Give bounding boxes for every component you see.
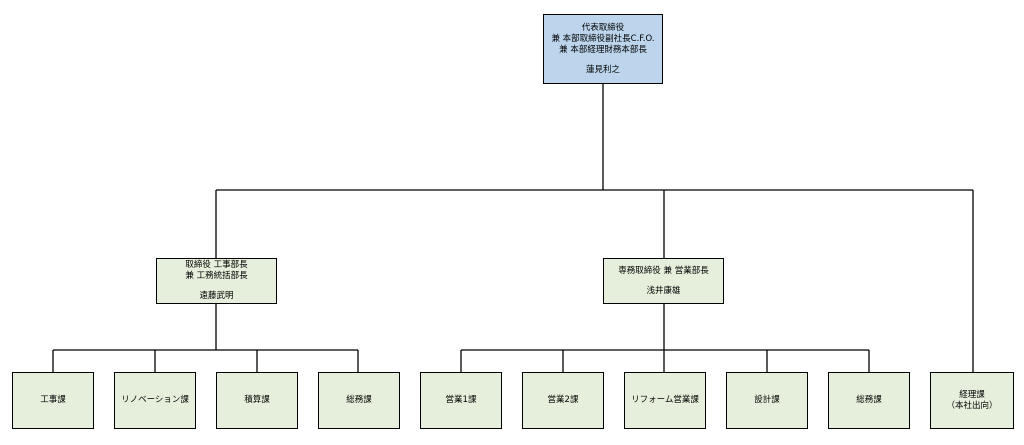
unit-construction: 工事課 bbox=[12, 372, 94, 429]
ceo-title-line-1: 代表取締役 bbox=[581, 22, 625, 33]
unit-sales-1: 営業1課 bbox=[420, 372, 502, 429]
unit-label: リフォーム営業課 bbox=[631, 395, 699, 405]
unit-label: 設計課 bbox=[754, 395, 780, 405]
unit-label: 工事課 bbox=[40, 395, 66, 405]
unit-reform-sales: リフォーム営業課 bbox=[624, 372, 706, 429]
sales-exec-title-line-1: 専務取締役 兼 営業部長 bbox=[618, 265, 709, 276]
unit-label: リノベーション課 bbox=[121, 395, 189, 405]
unit-design: 設計課 bbox=[726, 372, 808, 429]
sales-exec-box: 専務取締役 兼 営業部長 浅井康雄 bbox=[603, 258, 724, 304]
unit-label: 積算課 bbox=[244, 395, 270, 405]
construction-exec-title-line-1: 取締役 工事部長 bbox=[185, 260, 248, 270]
unit-label: 経理課 bbox=[959, 389, 985, 400]
ceo-title-line-3: 兼 本部経理財務本部長 bbox=[559, 44, 647, 55]
ceo-box: 代表取締役 兼 本部取締役副社長C.F.O. 兼 本部経理財務本部長 蓮見利之 bbox=[543, 14, 663, 84]
unit-sales-2: 営業2課 bbox=[522, 372, 604, 429]
construction-exec-box: 取締役 工事部長 兼 工務統括部長 遠藤武明 bbox=[156, 258, 277, 304]
unit-renovation: リノベーション課 bbox=[114, 372, 196, 429]
unit-label: 営業1課 bbox=[445, 395, 477, 405]
unit-label: 営業2課 bbox=[547, 395, 579, 405]
unit-general-affairs-left: 総務課 bbox=[318, 372, 400, 429]
unit-accounting: 経理課 （本社出向） bbox=[930, 372, 1014, 429]
construction-exec-name: 遠藤武明 bbox=[199, 291, 234, 301]
sales-exec-name: 浅井康雄 bbox=[646, 285, 681, 296]
unit-label: 総務課 bbox=[346, 395, 372, 405]
unit-general-affairs-right: 総務課 bbox=[828, 372, 910, 429]
ceo-name: 蓮見利之 bbox=[585, 64, 620, 75]
construction-exec-title-line-2: 兼 工務統括部長 bbox=[185, 271, 248, 281]
unit-estimation: 積算課 bbox=[216, 372, 298, 429]
unit-label: 総務課 bbox=[856, 395, 882, 405]
ceo-title-line-2: 兼 本部取締役副社長C.F.O. bbox=[551, 33, 655, 44]
unit-sublabel: （本社出向） bbox=[946, 400, 998, 411]
